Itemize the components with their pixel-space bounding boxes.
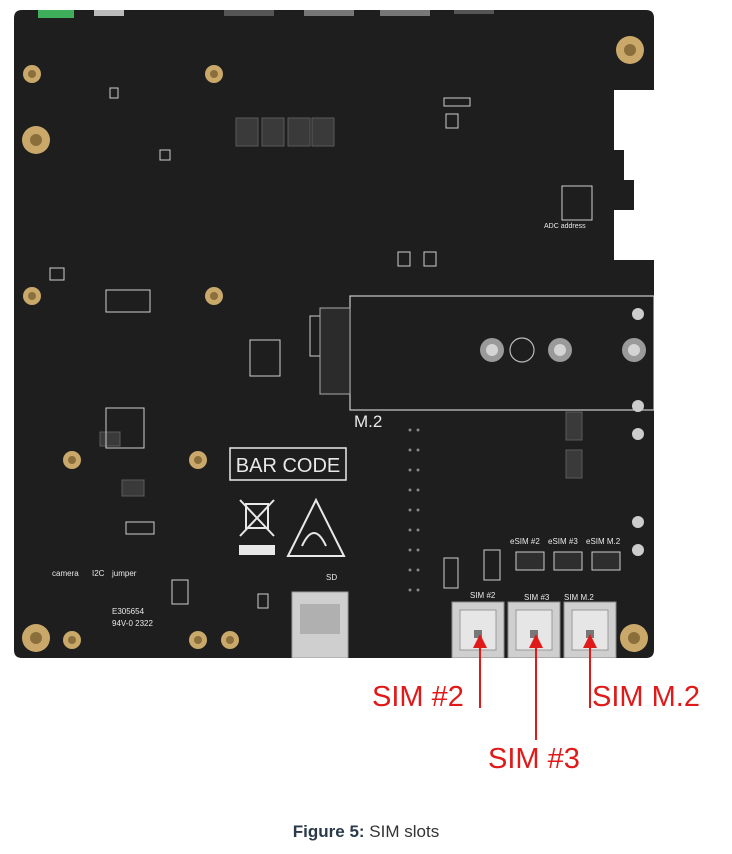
jumper-label: jumper xyxy=(111,569,137,578)
sim-slot-3 xyxy=(507,601,561,658)
adc-address-label: ADC address xyxy=(544,223,586,230)
m2-standoffs xyxy=(480,308,646,556)
sim-m2-silk-label: SIM M.2 xyxy=(564,593,594,602)
sim-2-silk-label: SIM #2 xyxy=(470,591,496,600)
top-connector xyxy=(380,10,430,16)
figure-title: SIM slots xyxy=(364,822,440,841)
camera-label: camera xyxy=(52,569,79,578)
ic-chips xyxy=(99,117,583,497)
header-pins xyxy=(408,428,420,592)
sim-slot-m2 xyxy=(563,601,617,658)
top-connector xyxy=(94,10,124,16)
esim-3-label: eSIM #3 xyxy=(548,537,578,546)
m2-label: M.2 xyxy=(354,412,382,431)
m2-connector xyxy=(319,307,351,395)
sd-label: SD xyxy=(326,573,337,582)
sim-3-silk-label: SIM #3 xyxy=(524,593,550,602)
barcode-box xyxy=(229,447,347,481)
esim-2-label: eSIM #2 xyxy=(510,537,540,546)
top-connector xyxy=(454,10,494,14)
top-connector xyxy=(304,10,354,16)
barcode-label: BAR CODE xyxy=(236,455,340,477)
figure-caption: Figure 5: SIM slots xyxy=(0,822,732,842)
esd-icon xyxy=(286,497,346,557)
cert-line-1: E305654 xyxy=(112,607,145,616)
esim-chips xyxy=(515,551,621,571)
cert-line-2: 94V-0 2322 xyxy=(112,619,153,628)
callout-sim-2: SIM #2 xyxy=(372,681,464,713)
terminal-block xyxy=(38,10,74,18)
smd-components xyxy=(49,87,593,609)
esim-m2-label: eSIM M.2 xyxy=(586,537,621,546)
sim-slot-2 xyxy=(451,601,505,658)
weee-icon xyxy=(239,499,275,555)
callout-sim-m2: SIM M.2 xyxy=(592,681,700,713)
callout-sim-3: SIM #3 xyxy=(488,743,580,775)
mounting-holes xyxy=(22,36,648,652)
top-connector xyxy=(224,10,274,16)
pcb-board: M.2 ADC address BAR CODE camera I2C jump… xyxy=(14,10,654,658)
figure-number: Figure 5: xyxy=(292,822,365,841)
i2c-label: I2C xyxy=(92,569,105,578)
